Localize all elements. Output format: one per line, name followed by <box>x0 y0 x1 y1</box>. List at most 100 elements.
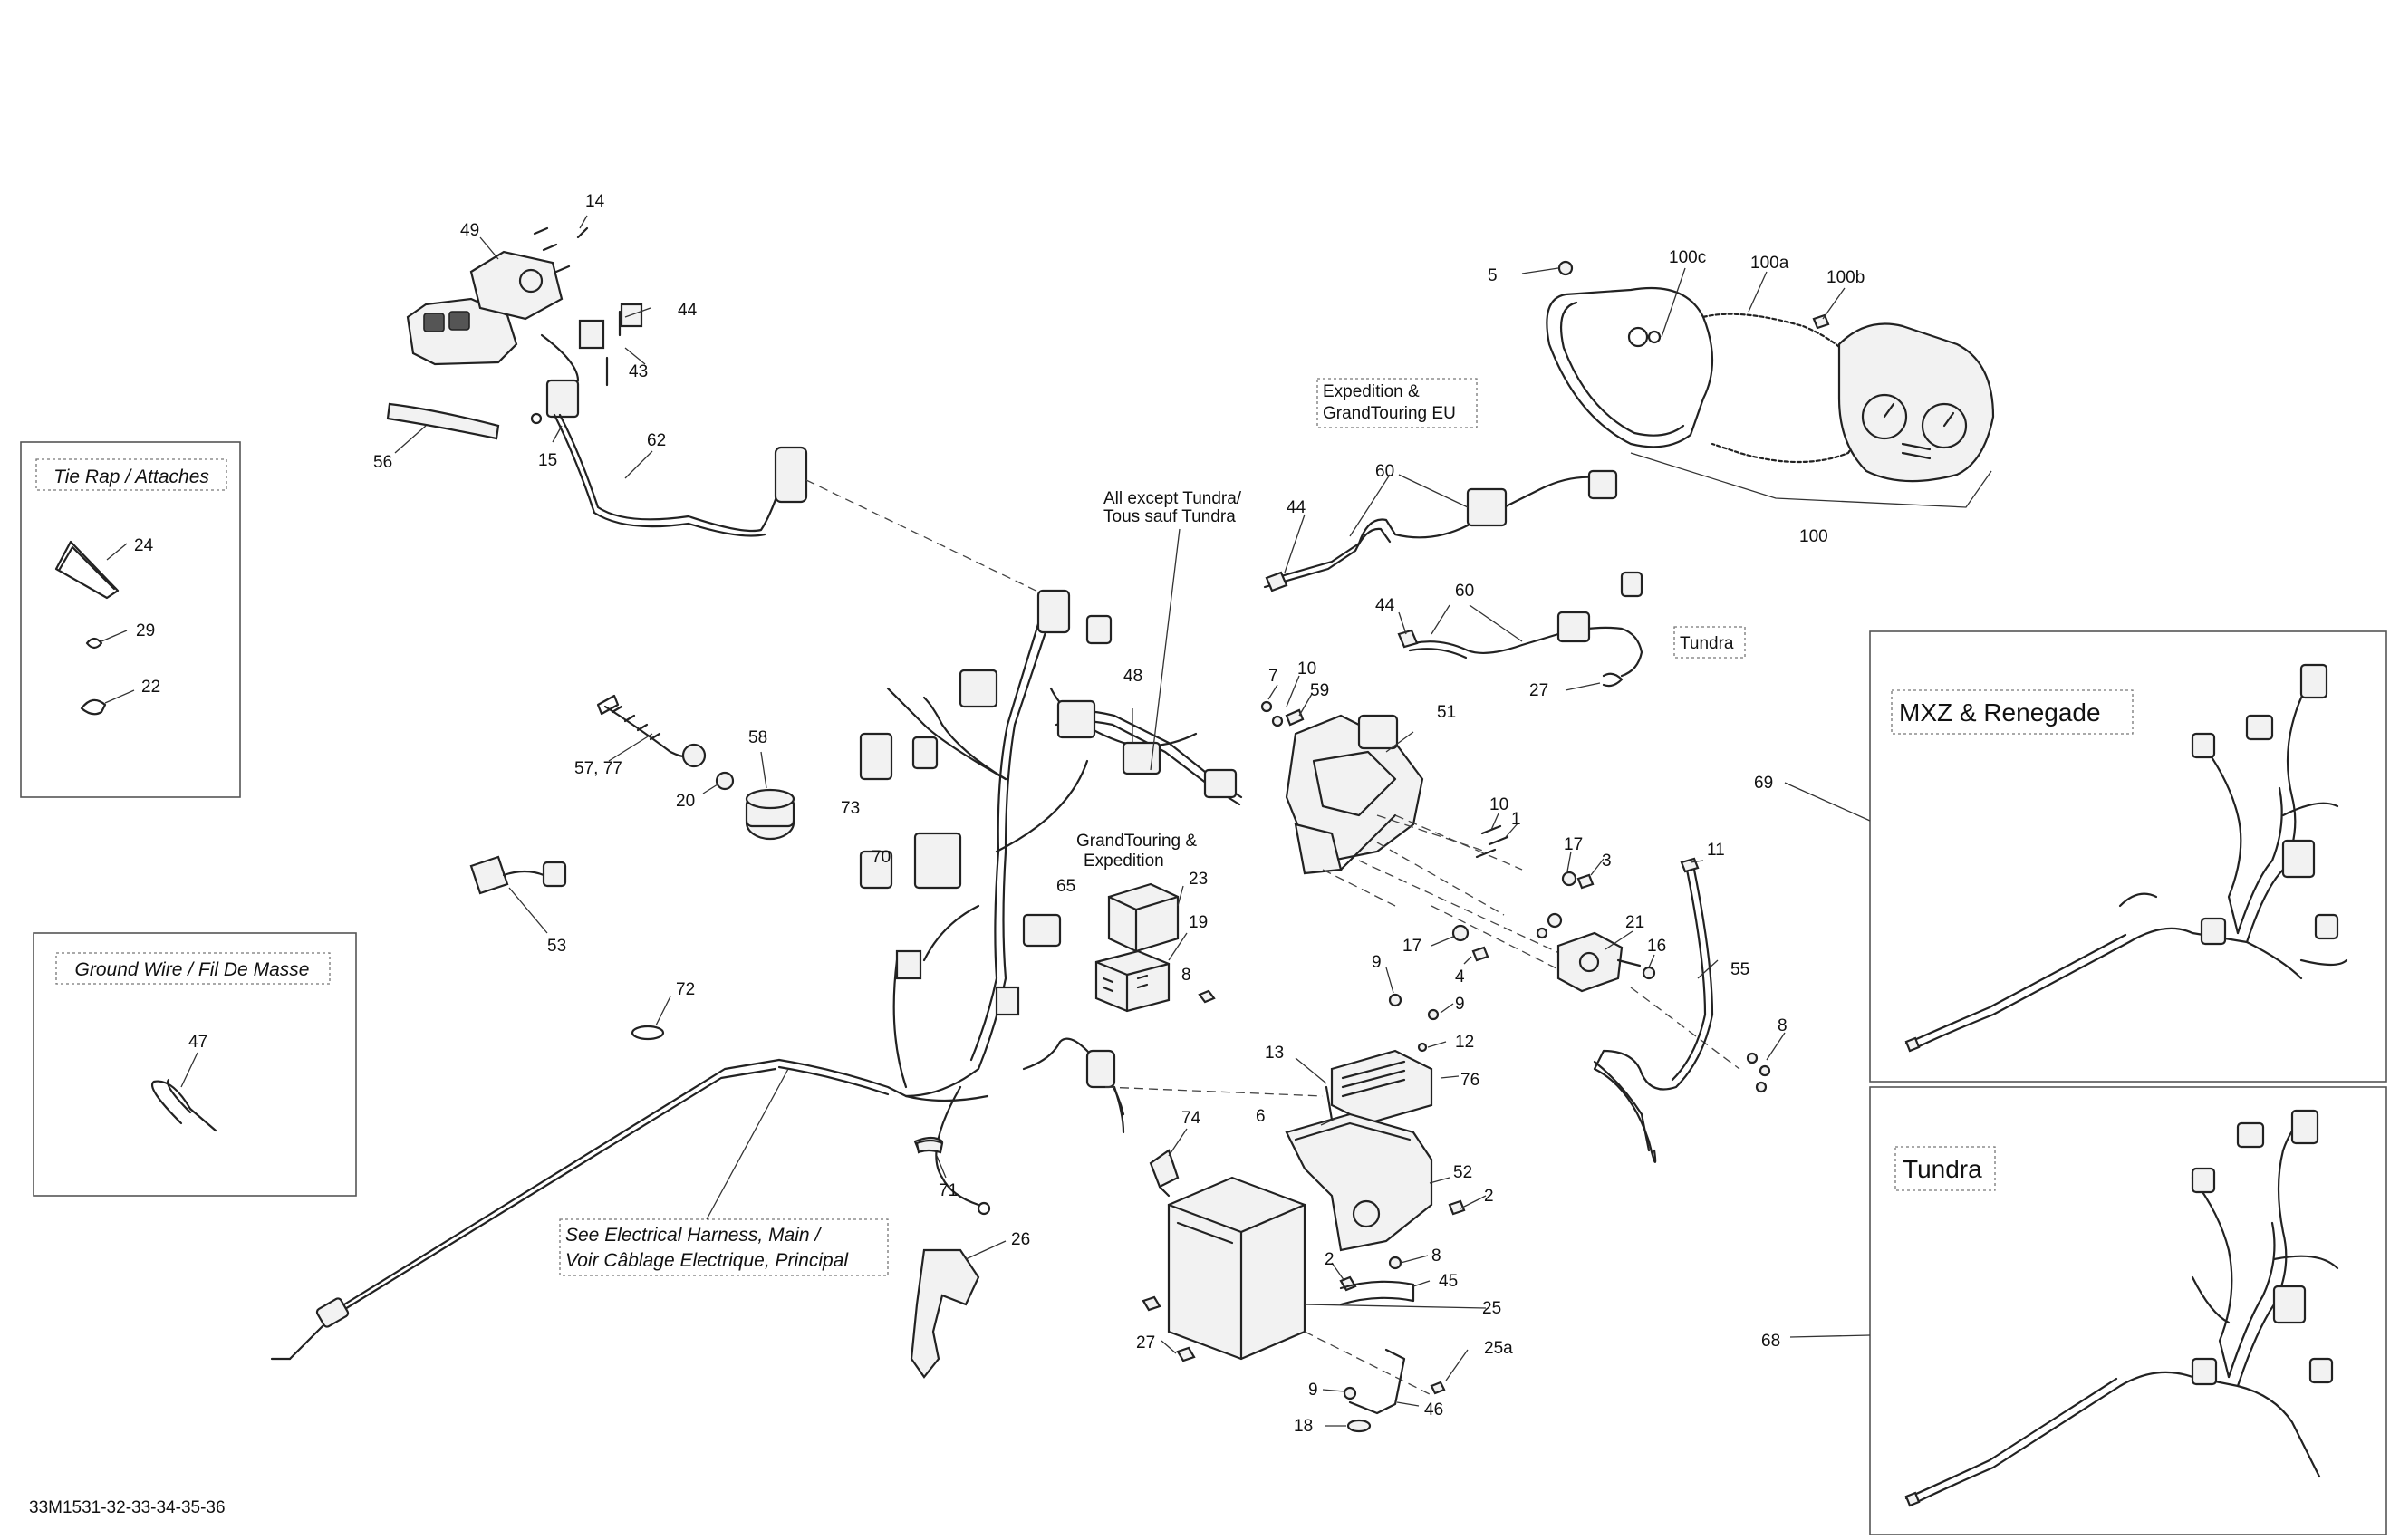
tie-rap-title: Tie Rap / Attaches <box>53 467 209 487</box>
callout-8-b: 8 <box>1778 1016 1788 1035</box>
callout-7: 7 <box>1268 667 1278 686</box>
leader-69 <box>1784 782 1871 822</box>
ecu-76 <box>1295 967 1460 1125</box>
callout-10-b: 10 <box>1489 795 1508 814</box>
note-see-electrical-harness: See Electrical Harness, Main / Voir Câbl… <box>559 1068 889 1276</box>
callout-27-b: 27 <box>1136 1333 1155 1352</box>
callout-100a: 100a <box>1750 254 1789 273</box>
svg-text:Tundra: Tundra <box>1680 634 1734 653</box>
callout-25: 25 <box>1482 1299 1501 1318</box>
svg-text:See Electrical Harness, Main /: See Electrical Harness, Main / <box>565 1225 822 1246</box>
callout-22: 22 <box>141 678 160 697</box>
callout-70: 70 <box>872 848 891 867</box>
callout-9-c: 9 <box>1308 1381 1318 1400</box>
callout-44-b: 44 <box>1287 498 1306 517</box>
callout-72: 72 <box>676 980 695 999</box>
mxz-renegade-panel: MXZ & Renegade <box>1869 630 2387 1083</box>
callout-3: 3 <box>1602 852 1612 871</box>
tundra-panel: Tundra <box>1869 1086 2387 1535</box>
small-parts-lower <box>631 996 1188 1379</box>
connection-line-ecu <box>1104 1086 1324 1097</box>
switch-harness-62 <box>530 303 808 537</box>
tundra-panel-title: Tundra <box>1903 1155 1982 1183</box>
callout-29: 29 <box>136 621 155 640</box>
callout-56: 56 <box>373 453 392 472</box>
callout-51: 51 <box>1437 703 1456 722</box>
callout-24: 24 <box>134 536 154 555</box>
battery-hardware <box>1142 1295 1469 1433</box>
battery-25 <box>1167 1176 1487 1361</box>
svg-text:GrandTouring EU: GrandTouring EU <box>1323 404 1456 423</box>
callout-20: 20 <box>676 792 695 811</box>
callout-46: 46 <box>1424 1400 1443 1420</box>
callout-10-a: 10 <box>1297 659 1316 679</box>
connection-line-62 <box>805 479 1052 599</box>
callout-53: 53 <box>547 937 566 956</box>
callout-4: 4 <box>1455 967 1465 987</box>
callout-5: 5 <box>1488 266 1498 285</box>
callout-27: 27 <box>1529 681 1548 700</box>
svg-text:All except Tundra/: All except Tundra/ <box>1103 489 1242 508</box>
callout-71: 71 <box>939 1181 958 1200</box>
callout-74: 74 <box>1181 1109 1201 1128</box>
callout-43: 43 <box>629 362 648 381</box>
ignition-key-57-77 <box>596 694 735 794</box>
callout-labels: 14 49 44 43 56 15 62 24 29 22 5 100c 100… <box>134 192 1865 1436</box>
callout-21: 21 <box>1625 913 1644 932</box>
callout-17-b: 17 <box>1402 937 1421 956</box>
callout-2-b: 2 <box>1325 1250 1335 1269</box>
callout-15: 15 <box>538 451 557 470</box>
callout-23: 23 <box>1189 870 1208 889</box>
callout-13: 13 <box>1265 1044 1284 1063</box>
ground-wire-group: Ground Wire / Fil De Masse <box>33 932 357 1197</box>
callout-1: 1 <box>1511 810 1521 829</box>
handlebar-switch-assembly <box>406 215 589 394</box>
relay-23 <box>1107 882 1184 953</box>
harness-48 <box>1055 699 1243 806</box>
wire-55 <box>1593 857 1786 1163</box>
harness-60-tundra <box>1397 571 1643 691</box>
callout-18: 18 <box>1294 1417 1313 1436</box>
callout-47: 47 <box>188 1033 207 1052</box>
callout-59: 59 <box>1310 681 1329 700</box>
callout-11: 11 <box>1707 841 1725 860</box>
bracket-leaders <box>1322 814 1740 1070</box>
callout-60-b: 60 <box>1455 582 1474 601</box>
mxz-renegade-title: MXZ & Renegade <box>1899 698 2101 727</box>
callout-26: 26 <box>1011 1230 1030 1249</box>
handlebar-grip-56 <box>386 402 500 454</box>
callout-45: 45 <box>1439 1272 1458 1291</box>
clip-29 <box>85 637 103 650</box>
callout-60-a: 60 <box>1375 462 1394 481</box>
nut-8a <box>1198 989 1216 1004</box>
note-expedition-eu: Expedition & GrandTouring EU <box>1316 378 1478 428</box>
callout-68: 68 <box>1761 1332 1780 1351</box>
callout-69: 69 <box>1754 774 1773 793</box>
ignition-switch-58 <box>745 751 795 841</box>
callout-48: 48 <box>1123 667 1142 686</box>
callout-52: 52 <box>1453 1163 1472 1182</box>
callout-9-a: 9 <box>1372 953 1382 972</box>
svg-text:Voir Câblage Electrique, Princ: Voir Câblage Electrique, Principal <box>565 1250 849 1271</box>
clamp-22 <box>80 698 107 716</box>
bracket-52 <box>1285 1112 1487 1292</box>
callout-62: 62 <box>647 431 666 450</box>
callout-17-a: 17 <box>1564 835 1583 854</box>
callout-65: 65 <box>1056 877 1075 896</box>
svg-text:Tous sauf Tundra: Tous sauf Tundra <box>1103 507 1236 526</box>
grommet-72 <box>631 1025 665 1041</box>
callout-6: 6 <box>1256 1107 1266 1126</box>
diagram-code: 33M1531-32-33-34-35-36 <box>29 1498 226 1517</box>
callout-19: 19 <box>1189 913 1208 932</box>
callout-8-a: 8 <box>1181 966 1191 985</box>
gauge-cluster-100 <box>1521 260 1995 508</box>
harness-60-expedition <box>1263 469 1618 592</box>
note-all-except-tundra: All except Tundra/ Tous sauf Tundra <box>1103 489 1242 771</box>
callout-58: 58 <box>748 728 767 747</box>
connector-53 <box>469 855 567 934</box>
svg-text:Expedition &: Expedition & <box>1323 382 1420 401</box>
callout-9-b: 9 <box>1455 995 1465 1014</box>
leader-68 <box>1789 1334 1871 1338</box>
callout-57-77: 57, 77 <box>574 759 622 778</box>
